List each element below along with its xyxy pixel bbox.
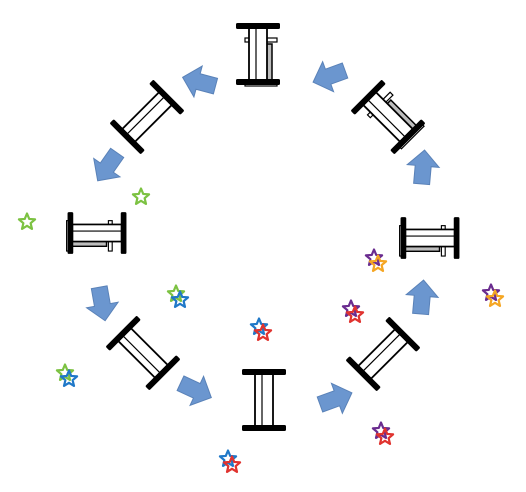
molecule-left (66, 212, 127, 254)
arrow-top-right (312, 60, 349, 93)
star-group-lower-right-inner (341, 299, 365, 323)
star-group-right-inner (364, 248, 388, 272)
star-icon-red (222, 455, 242, 473)
molecule-upper-left (110, 80, 184, 154)
star-icon-red (345, 305, 365, 323)
molecule-upper-right (351, 80, 425, 154)
star-icon-orange (485, 289, 505, 307)
molecule-lower-right (346, 317, 420, 391)
arrow-bottom-left (176, 375, 212, 407)
star-icon-blue (170, 290, 190, 308)
molecule-lower-left (106, 316, 180, 390)
star-group-left-green-pair (131, 187, 151, 205)
star-group-left-outer-green (17, 212, 37, 230)
arrow-top-left (181, 64, 219, 99)
star-icon-orange (368, 254, 388, 272)
stars-layer (17, 187, 505, 473)
arrow-left-lower (85, 285, 120, 322)
molecule-top (236, 23, 280, 87)
star-group-lower-right-outer (371, 421, 395, 445)
molecule-bottom (242, 369, 286, 431)
star-icon-blue (59, 369, 79, 387)
arrow-right-lower (404, 279, 440, 316)
star-icon-red (375, 427, 395, 445)
arrow-right-upper (405, 149, 441, 186)
arrow-bottom-right (316, 382, 353, 415)
star-group-lower-left-inner (166, 284, 190, 308)
star-group-bottom-below (218, 449, 242, 473)
star-group-right-outer (481, 283, 505, 307)
molecules-layer (66, 23, 460, 431)
star-icon-red (253, 323, 273, 341)
arrow-left-upper (93, 147, 125, 182)
star-icon-green (131, 187, 151, 205)
arrows-layer (85, 60, 441, 415)
star-group-lower-left-outer (55, 363, 79, 387)
molecule-right (399, 217, 460, 259)
star-group-bottom-center (249, 317, 273, 341)
star-icon-green (17, 212, 37, 230)
